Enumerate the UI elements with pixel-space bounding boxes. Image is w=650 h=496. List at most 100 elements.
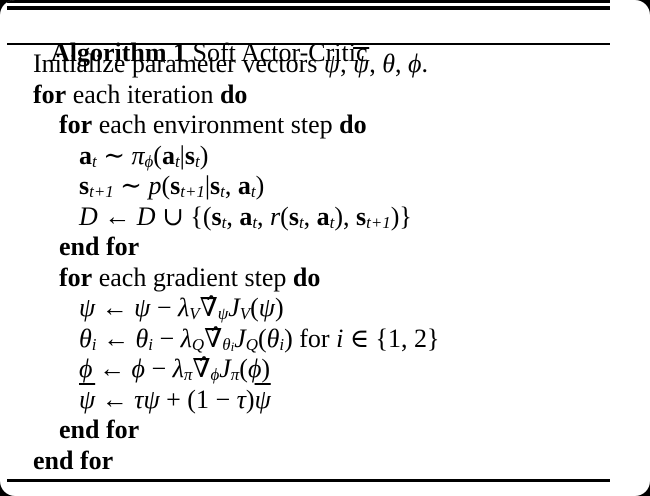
algorithm-text-segment: a: [237, 171, 251, 200]
algorithm-text-segment: ,: [369, 49, 383, 78]
algorithm-text-segment: do: [292, 262, 321, 292]
algorithm-text-segment: for: [59, 110, 93, 139]
algorithm-text-segment: do: [219, 79, 248, 109]
algorithm-line: for each environment step do: [0, 110, 650, 141]
algorithm-line: ψ ← ψ − λV∇̂ψJV(ψ): [0, 293, 650, 324]
algorithm-text-segment: t: [252, 212, 258, 232]
algorithm-text-segment: t+1: [89, 182, 114, 202]
algorithm-text-segment: do: [339, 110, 367, 139]
algorithm-text-segment: ϕ: [131, 354, 145, 383]
algorithm-text-segment: ψ: [79, 384, 96, 414]
algorithm-line: D ← D ∪ {(st, at, r(st, at), st+1)}: [0, 202, 650, 233]
algorithm-text-segment: ): [199, 140, 209, 170]
algorithm-text-segment: s: [184, 140, 195, 170]
algorithm-text-segment: Initialize parameter vectors: [33, 49, 324, 78]
algorithm-text-segment: ,: [395, 49, 408, 78]
algorithm-line: st+1 ∼ p(st+1|st, at): [0, 171, 650, 202]
algorithm-text-segment: t: [220, 182, 225, 202]
algorithm-number: Algorithm 1: [51, 38, 187, 67]
algorithm-text-segment: −: [150, 293, 178, 322]
algorithm-text-segment: r: [270, 201, 281, 231]
algorithm-text-segment: each environment step: [92, 110, 340, 139]
algorithm-text-segment: t: [329, 212, 335, 232]
algorithm-line: for each iteration do: [0, 80, 650, 111]
algorithm-body: Initialize parameter vectors ψ, ψ, θ, ϕ.…: [0, 49, 650, 476]
algorithm-text-segment: s: [79, 171, 90, 200]
algorithm-text-segment: (: [280, 201, 289, 231]
algorithm-text-segment: i: [336, 323, 344, 353]
algorithm-text-segment: J: [228, 293, 240, 322]
algorithm-text-segment: ∇̂: [199, 293, 218, 322]
algorithm-text-segment: ←: [95, 384, 135, 414]
algorithm-text-segment: λ: [180, 323, 192, 353]
algorithm-text-segment: J: [234, 323, 246, 353]
algorithm-text-segment: end for: [33, 445, 114, 475]
algorithm-text-segment: s: [210, 171, 221, 200]
algorithm-text-segment: ψ: [353, 49, 370, 78]
algorithm-text-segment: s: [211, 201, 222, 231]
algorithm-text-segment: ϕ: [408, 49, 422, 78]
algorithm-text-segment: t+1: [180, 182, 205, 202]
algorithm-text-segment: end for: [59, 232, 140, 261]
algorithm-text-segment: ,: [303, 201, 317, 231]
algorithm-text-segment: ψ: [134, 293, 151, 322]
algorithm-text-segment: −: [144, 354, 173, 383]
algorithm-text-segment: ) for: [284, 323, 337, 353]
algorithm-text-segment: λ: [177, 293, 190, 322]
algorithm-text-segment: t: [250, 182, 256, 202]
algorithm-line: Initialize parameter vectors ψ, ψ, θ, ϕ.: [0, 49, 650, 80]
algorithm-text-segment: a: [79, 140, 92, 170]
algorithm-text-segment: t: [298, 212, 304, 232]
algorithm-text-segment: −: [152, 323, 181, 353]
algorithm-bottom-rule: [7, 479, 610, 482]
algorithm-text-segment: Q: [245, 334, 258, 354]
algorithm-text-segment: t: [174, 151, 180, 171]
algorithm-text-segment: τ: [236, 384, 246, 414]
algorithm-text-segment: ∈ {1, 2}: [343, 323, 440, 353]
algorithm-line: ψ ← τψ + (1 − τ)ψ: [0, 385, 650, 416]
algorithm-text-segment: τ: [134, 384, 144, 414]
algorithm-text-segment: t+1: [366, 212, 391, 232]
algorithm-text-segment: ),: [334, 201, 357, 231]
algorithm-text-segment: a: [161, 140, 175, 170]
algorithm-text-segment: ,: [224, 171, 238, 200]
algorithm-text-segment: θ: [135, 323, 149, 353]
algorithm-text-segment: V: [239, 304, 251, 324]
algorithm-text-segment: t: [92, 151, 97, 171]
algorithm-text-segment: ψ: [79, 293, 96, 322]
algorithm-text-segment: ϕ: [144, 151, 154, 171]
algorithm-text-segment: end for: [59, 415, 140, 444]
algorithm-line: end for: [0, 232, 650, 263]
algorithm-text-segment: (: [239, 354, 248, 383]
algorithm-text-segment: |: [204, 171, 211, 200]
algorithm-text-segment: D: [136, 201, 156, 231]
algorithm-text-segment: ψ: [217, 304, 229, 324]
caption-separator-rule: [7, 43, 610, 45]
algorithm-text-segment: π: [230, 365, 240, 385]
algorithm-text-segment: ): [245, 384, 255, 414]
algorithm-name: Soft Actor-Critic: [186, 38, 368, 67]
algorithm-text-segment: ,: [340, 49, 354, 78]
algorithm-text-segment: ,: [226, 201, 240, 231]
algorithm-line: for each gradient step do: [0, 263, 650, 294]
algorithm-text-segment: + (1 −: [159, 384, 237, 414]
algorithm-text-segment: λ: [172, 354, 184, 383]
algorithm-text-segment: ←: [97, 201, 137, 231]
algorithm-text-segment: i: [91, 334, 97, 354]
algorithm-text-segment: s: [288, 201, 299, 231]
algorithm-text-segment: ): [261, 354, 271, 383]
algorithm-text-segment: ψ: [143, 384, 160, 414]
algorithm-line: end for: [0, 446, 650, 477]
algorithm-text-segment: p: [148, 171, 162, 200]
algorithm-text-segment: ψ: [323, 49, 341, 78]
algorithm-text-segment: ϕ: [79, 354, 93, 383]
algorithm-text-segment: ∇̂: [204, 323, 223, 353]
algorithm-text-segment: a: [239, 201, 253, 231]
algorithm-text-segment: s: [356, 201, 367, 231]
top-edge-line: [7, 0, 610, 3]
algorithm-line: end for: [0, 415, 650, 446]
algorithm-text-segment: each iteration: [66, 79, 220, 109]
algorithm-line: θi ← θi − λQ∇̂θiJQ(θi) for i ∈ {1, 2}: [0, 324, 650, 355]
algorithm-text-segment: for: [33, 79, 67, 109]
